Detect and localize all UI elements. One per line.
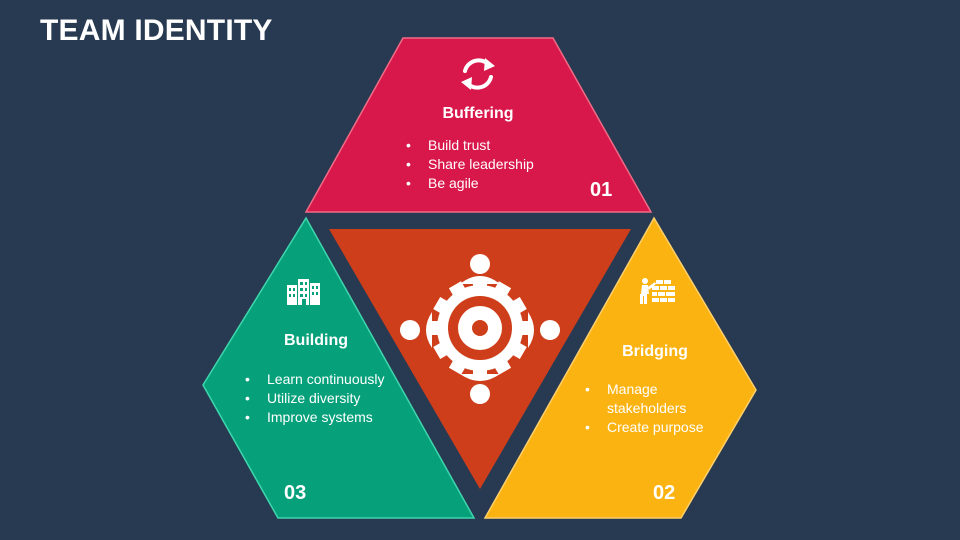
team-gear-icon [400, 254, 560, 404]
bullet-item: Share leadership [406, 155, 586, 174]
bridge-builder-icon [640, 278, 675, 304]
buffering-number: 01 [590, 179, 613, 201]
bullet-item: Learn continuously [245, 370, 385, 389]
building-panel [202, 216, 476, 519]
person-top [460, 254, 500, 284]
person-bottom [460, 374, 500, 404]
page-title: TEAM IDENTITY [40, 14, 273, 47]
person-right [528, 312, 560, 348]
bullet-item: Manage stakeholders [585, 380, 715, 418]
buffering-bullets: Build trust Share leadership Be agile [406, 136, 586, 193]
buildings-icon [287, 279, 320, 305]
buffering-title: Buffering [442, 105, 514, 122]
bullet-item: Be agile [406, 174, 586, 193]
bridging-number: 02 [653, 482, 676, 504]
building-bullets: Learn continuously Utilize diversity Imp… [245, 370, 385, 427]
building-number: 03 [284, 482, 307, 504]
bullet-item: Utilize diversity [245, 389, 385, 408]
bullet-item: Build trust [406, 136, 586, 155]
bridging-title: Bridging [622, 343, 688, 360]
bridging-panel [483, 216, 757, 519]
building-title: Building [284, 332, 348, 349]
person-left [400, 312, 432, 348]
bullet-item: Create purpose [585, 418, 715, 437]
bridging-bullets: Manage stakeholders Create purpose [585, 380, 715, 437]
bullet-item: Improve systems [245, 408, 385, 427]
gear-shape [430, 278, 530, 378]
refresh-icon [461, 58, 495, 90]
